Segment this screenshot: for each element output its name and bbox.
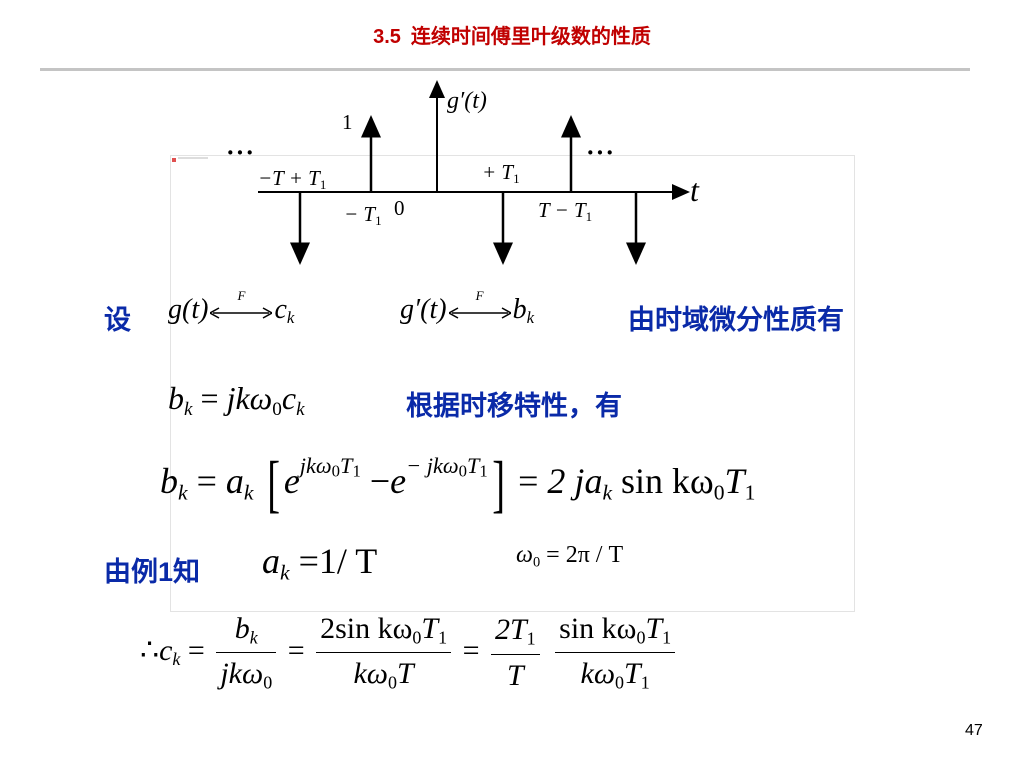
origin-label: 0 — [394, 196, 405, 220]
text-from-example: 由例1知 — [104, 557, 201, 588]
text-let: 设 — [104, 305, 131, 336]
tick-pos-T1: + T1 — [482, 160, 520, 186]
slide-title: 3.5 连续时间傅里叶级数的性质 — [0, 20, 1024, 49]
logo-icon — [172, 158, 176, 162]
tick-neg-T-plus-T1: −T + T1 — [258, 166, 327, 192]
fourier-arrow-2: F — [448, 288, 511, 322]
text-time-shift: 根据时移特性，有 — [406, 391, 622, 422]
amplitude-label: 1 — [342, 110, 353, 134]
page-number: 47 — [965, 722, 983, 739]
y-axis-label: g′(t) — [447, 88, 487, 114]
x-axis-label: t — [690, 172, 699, 208]
tick-neg-T1: − T1 — [344, 202, 382, 228]
decorative-line — [178, 157, 208, 159]
equation-omega0: ω0 = 2π / T — [516, 542, 624, 571]
title-divider — [40, 68, 970, 71]
ellipsis-left: ··· — [226, 138, 256, 167]
equation-bk-ak: bk = ak [ejkω0T1 −e− jkω0T1] = 2 jak sin… — [160, 448, 756, 519]
fourier-arrow-1: F — [210, 288, 273, 322]
section-title: 连续时间傅里叶级数的性质 — [410, 24, 651, 48]
background-frame — [170, 155, 855, 612]
ellipsis-right: ··· — [586, 138, 616, 167]
tick-T-minus-T1: T − T1 — [538, 198, 593, 224]
text-differentiation-property: 由时域微分性质有 — [628, 305, 844, 336]
equation-ak: ak =1/ T — [262, 541, 378, 585]
equation-bk-ck: bk = jkω0ck — [168, 380, 305, 420]
section-number: 3.5 — [373, 26, 401, 48]
